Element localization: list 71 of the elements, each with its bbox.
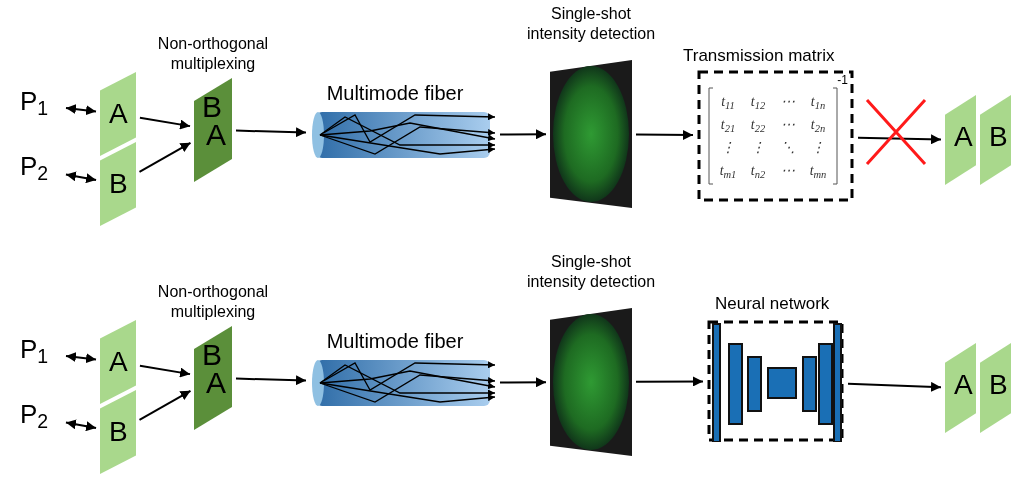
fiber-cylinder	[310, 111, 496, 159]
port-label: P$_{1}$	[20, 88, 49, 114]
arrow	[235, 127, 307, 138]
panel-letter: A	[109, 348, 128, 376]
arrow	[847, 381, 942, 392]
inverse-exponent: -1	[837, 74, 848, 86]
arrow	[138, 364, 192, 378]
letter-panel	[945, 343, 976, 433]
arrow	[235, 375, 307, 386]
matrix-entry: t$_{2n}$	[809, 116, 827, 136]
multiplexed-panel	[194, 326, 232, 430]
matrix-entry: t$_{12}$	[749, 93, 767, 113]
panel-letter: B	[109, 418, 128, 446]
matrix-entry: ⋮	[750, 139, 766, 157]
panel-letter: B	[989, 123, 1008, 151]
matrix-entry: ⋮	[810, 139, 826, 157]
panel-letter: A	[206, 368, 226, 398]
letter-panel	[100, 72, 136, 156]
multiplexed-panel	[194, 78, 232, 182]
letter-panel	[945, 95, 976, 185]
arrow	[138, 141, 192, 173]
arrow	[138, 116, 192, 130]
arrow	[138, 389, 192, 421]
node-label: Multimode fiber	[325, 329, 465, 354]
letter-panel	[100, 390, 136, 474]
matrix-entry: ⋮	[720, 139, 736, 157]
letter-panel	[100, 142, 136, 226]
arrow	[857, 134, 942, 145]
panel-letter: A	[954, 123, 973, 151]
panel-letter: B	[989, 371, 1008, 399]
arrow	[64, 171, 98, 184]
matrix-entry: t$_{21}$	[719, 116, 737, 136]
arrow	[499, 129, 547, 140]
panel-letter: B	[202, 92, 222, 122]
port-label: P$_{1}$	[20, 336, 49, 362]
matrix-entry: t$_{mn}$	[808, 162, 828, 182]
letter-panel	[980, 343, 1011, 433]
arrow	[64, 104, 98, 116]
arrow	[64, 419, 98, 432]
panel-letter: B	[109, 170, 128, 198]
node-label: Single-shot intensity detection	[525, 252, 657, 292]
box-heading: Transmission matrix	[683, 45, 835, 67]
matrix-entry: ⋱	[780, 139, 796, 157]
fiber-cylinder	[310, 359, 496, 407]
matrix-entry: ⋯	[780, 162, 796, 180]
port-label: P$_{2}$	[20, 401, 49, 427]
arrow	[499, 377, 547, 388]
speckle-screen	[550, 60, 632, 208]
matrix-entry: ⋯	[780, 116, 796, 134]
panel-letter: B	[202, 340, 222, 370]
port-label: P$_{2}$	[20, 153, 49, 179]
panel-letter: A	[206, 120, 226, 150]
matrix-entry: t$_{1n}$	[809, 93, 827, 113]
arrow	[635, 376, 704, 387]
matrix-entry: t$_{n2}$	[749, 162, 767, 182]
matrix-entry: t$_{m1}$	[718, 162, 738, 182]
panel-letter: A	[954, 371, 973, 399]
matrix-entry: ⋯	[780, 93, 796, 111]
node-label: Multimode fiber	[325, 81, 465, 106]
letter-panel	[100, 320, 136, 404]
speckle-screen	[550, 308, 632, 456]
box-heading: Neural network	[715, 293, 830, 315]
node-label: Non-orthogonal multiplexing	[156, 282, 270, 322]
arrow	[635, 130, 694, 140]
matrix-entry: t$_{11}$	[720, 93, 736, 113]
letter-panel	[980, 95, 1011, 185]
arrow	[64, 352, 98, 364]
node-label: Single-shot intensity detection	[525, 4, 657, 44]
matrix-entry: t$_{22}$	[749, 116, 767, 136]
node-label: Non-orthogonal multiplexing	[156, 34, 270, 74]
panel-letter: A	[109, 100, 128, 128]
